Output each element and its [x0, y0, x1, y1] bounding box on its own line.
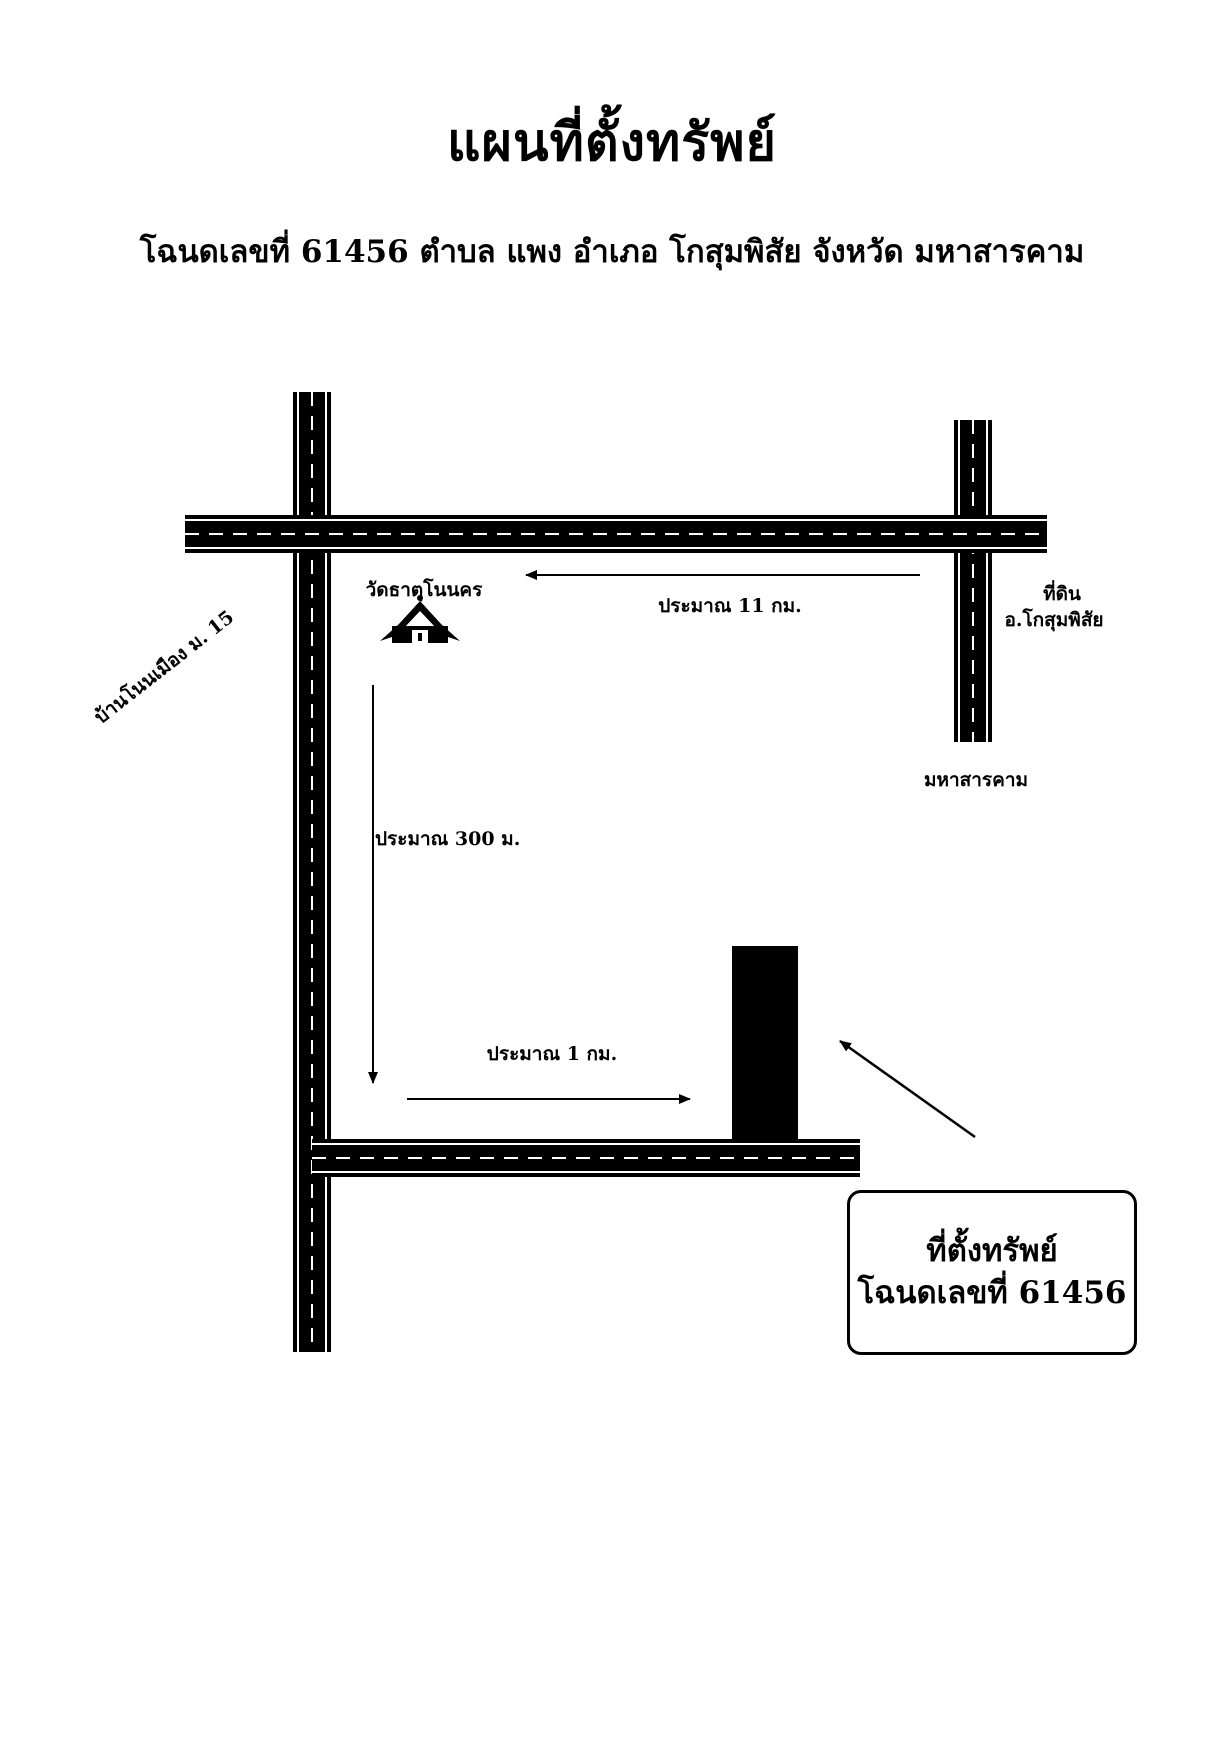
label-mahasarakham: มหาสารคาม [924, 769, 1028, 791]
label-distance-vertical: ประมาณ 300 ม. [375, 828, 520, 850]
label-destination-land: ที่ดิน [1043, 580, 1081, 605]
road-bottom-horizontal [312, 1139, 860, 1177]
arrow-pointer-to-parcel [839, 1039, 976, 1139]
page-title: แผนที่ตั้งทรัพย์ [447, 112, 777, 173]
label-village: บ้านโนนเมือง ม. 15 [90, 605, 238, 728]
label-distance-bottom: ประมาณ 1 กม. [487, 1043, 617, 1065]
location-box-deed-number: โฉนดเลขที่ 61456 [857, 1274, 1127, 1311]
label-temple: วัดธาตุโนนคร [366, 578, 484, 602]
page-subtitle: โฉนดเลขที่ 61456 ตำบล แพง อำเภอ โกสุมพิส… [139, 234, 1085, 270]
parcel-marker [732, 946, 798, 1139]
road-top-horizontal [185, 515, 1047, 553]
location-box-title: ที่ตั้งทรัพย์ [926, 1232, 1058, 1269]
temple-icon [380, 595, 460, 643]
road-right-vertical [954, 420, 992, 742]
property-location-box: ที่ตั้งทรัพย์ โฉนดเลขที่ 61456 [847, 1190, 1137, 1355]
label-distance-top: ประมาณ 11 กม. [658, 595, 802, 617]
label-destination-district: อ.โกสุมพิสัย [1004, 608, 1103, 632]
